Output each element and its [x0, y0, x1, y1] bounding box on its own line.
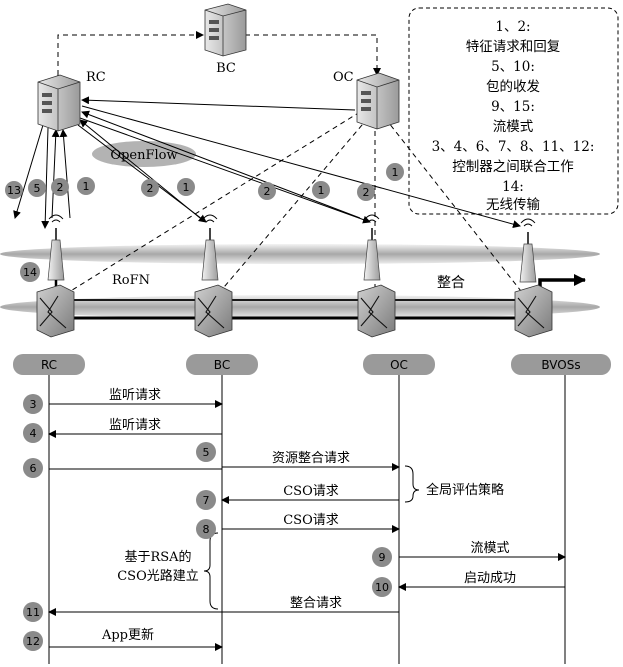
antenna-icon-4	[519, 218, 537, 283]
num-2c: 2	[264, 185, 271, 198]
num-1a: 1	[83, 180, 90, 193]
dashed-links	[54, 31, 529, 301]
num-1b: 1	[183, 181, 190, 194]
integration-label: 整合	[437, 275, 465, 291]
switch-icon-1	[36, 284, 75, 338]
sequence-number-circles: 3 4 5 6 7 8 9 10 11 12	[23, 394, 392, 651]
participant-rc: RC	[13, 354, 85, 375]
seq-num-5: 5	[203, 446, 210, 459]
seq-num-4: 4	[30, 427, 37, 440]
msg-label-10: 启动成功	[464, 571, 516, 586]
legend-line-4: 包的收发	[486, 79, 540, 95]
antenna-icon-1	[47, 214, 65, 281]
seq-num-10: 10	[375, 581, 389, 594]
svg-text:OC: OC	[390, 358, 408, 372]
messages	[48, 400, 566, 651]
seq-num-7: 7	[203, 494, 210, 507]
msg-label-3: 监听请求	[109, 388, 161, 403]
switch-icon-4	[514, 284, 553, 338]
antenna-icon-3	[363, 214, 381, 281]
legend-line-6: 流模式	[493, 119, 534, 135]
seq-num-8: 8	[203, 523, 210, 536]
num-2b: 2	[147, 182, 154, 195]
msg-label-7: CSO请求	[283, 484, 339, 499]
seq-num-9: 9	[379, 551, 386, 564]
svg-text:BC: BC	[214, 358, 230, 372]
msg-label-12: App更新	[101, 627, 154, 643]
legend-line-1: 1、2:	[495, 19, 530, 35]
num-2d: 2	[363, 186, 370, 199]
rofn-label: RoFN	[112, 273, 150, 288]
rc-arrows	[13, 96, 521, 229]
seq-num-6: 6	[30, 462, 37, 475]
num-14: 14	[23, 266, 37, 279]
legend-line-9: 14:	[502, 179, 524, 195]
openflow-ellipse	[92, 141, 196, 167]
participants: RC BC OC BVOSs	[13, 354, 611, 375]
svg-text:BVOSs: BVOSs	[541, 358, 580, 372]
seq-num-3: 3	[30, 398, 37, 411]
rsa-line-1: 基于RSA的	[124, 549, 191, 565]
fiber-band	[0, 295, 600, 319]
legend-line-8: 控制器之间联合工作	[452, 159, 574, 175]
seq-num-12: 12	[26, 635, 40, 648]
oc-server-icon	[356, 72, 400, 130]
msg-label-8: CSO请求	[283, 513, 339, 528]
num-2a: 2	[57, 181, 64, 194]
switch-icon-2	[194, 284, 233, 338]
participant-oc: OC	[363, 354, 435, 375]
global-eval-label: 全局评估策略	[426, 482, 504, 498]
rc-server-icon	[37, 74, 81, 132]
svg-text:RC: RC	[41, 358, 57, 372]
msg-label-11: 整合请求	[290, 596, 342, 611]
switch-icons	[36, 284, 553, 338]
top-number-circles: 13 5 2 1 2 1 2 1 2 1 14	[5, 163, 404, 282]
legend-line-2: 特征请求和回复	[466, 38, 561, 55]
antenna-icon-2	[201, 214, 219, 281]
legend-line-5: 9、15:	[491, 99, 535, 115]
bc-label: BC	[216, 61, 236, 76]
message-labels: 监听请求 监听请求 资源整合请求 CSO请求 CSO请求 流模式 启动成功 整合…	[101, 388, 516, 643]
num-1d: 1	[392, 166, 399, 179]
legend-line-3: 5、10:	[491, 59, 535, 75]
bc-server-icon	[204, 3, 247, 57]
msg-label-5: 资源整合请求	[272, 451, 350, 466]
openflow-label: OpenFlow	[110, 148, 177, 163]
legend-box	[408, 7, 619, 215]
rc-label: RC	[86, 70, 106, 85]
oc-label: OC	[333, 70, 354, 85]
legend-line-10: 无线传输	[486, 197, 540, 213]
msg-label-4: 监听请求	[109, 418, 161, 433]
num-1c: 1	[318, 184, 325, 197]
wireless-band	[0, 244, 600, 264]
legend-line-7: 3、4、6、7、8、11、12:	[432, 139, 595, 155]
participant-bc: BC	[186, 354, 258, 375]
msg-label-9: 流模式	[470, 541, 509, 556]
legend-lines: 1、2: 特征请求和回复 5、10: 包的收发 9、15: 流模式 3、4、6、…	[432, 19, 595, 213]
participant-bvoss: BVOSs	[511, 354, 611, 375]
num-13: 13	[7, 184, 21, 197]
switch-icon-3	[357, 284, 396, 338]
antenna-icons	[47, 214, 537, 283]
num-5: 5	[34, 182, 41, 195]
rsa-line-2: CSO光路建立	[117, 568, 199, 584]
seq-num-11: 11	[26, 606, 40, 619]
